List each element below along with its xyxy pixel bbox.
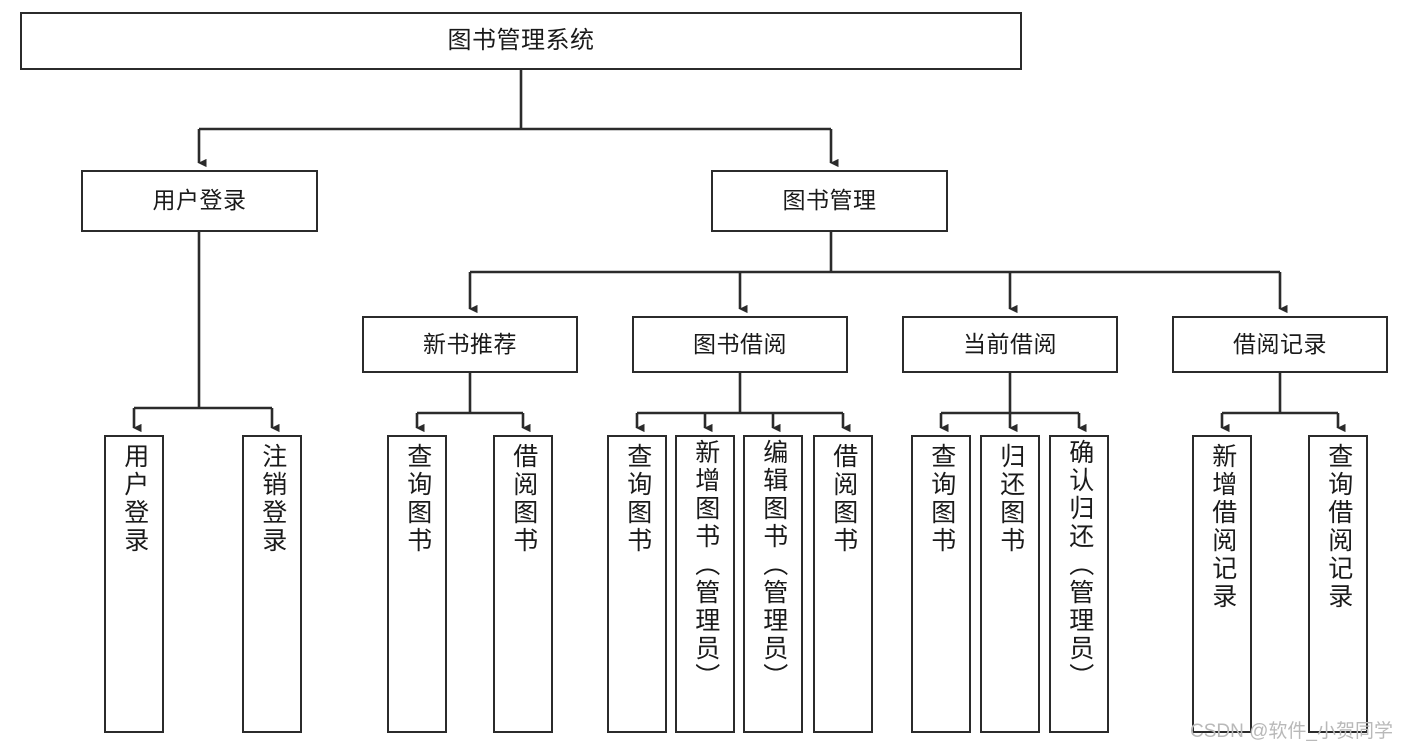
node-label: 借阅图书 (509, 443, 538, 555)
leaf-recommend-query-book[interactable]: 查询图书 (387, 435, 447, 733)
node-label: 当前借阅 (963, 330, 1057, 357)
leaf-current-confirm-return-admin[interactable]: 确认归还（管理员） (1049, 435, 1109, 733)
leaf-current-return-book[interactable]: 归还图书 (980, 435, 1040, 733)
node-label: 查询图书 (927, 443, 956, 555)
node-label: 用户登录 (120, 443, 149, 555)
node-book-borrow[interactable]: 图书借阅 (632, 316, 848, 373)
leaf-borrow-borrow-book[interactable]: 借阅图书 (813, 435, 873, 733)
node-label: 新增借阅记录 (1208, 443, 1237, 611)
node-label: 查询图书 (623, 443, 652, 555)
leaf-borrow-query-book[interactable]: 查询图书 (607, 435, 667, 733)
leaf-borrow-edit-book-admin[interactable]: 编辑图书（管理员） (743, 435, 803, 733)
node-label: 编辑图书（管理员） (759, 439, 788, 691)
node-label: 查询图书 (403, 443, 432, 555)
watermark: CSDN @软件_小贺同学 (1190, 721, 1393, 742)
node-label: 确认归还（管理员） (1065, 439, 1094, 691)
leaf-borrow-add-book-admin[interactable]: 新增图书（管理员） (675, 435, 735, 733)
node-label: 查询借阅记录 (1324, 443, 1353, 611)
node-label: 新书推荐 (423, 330, 517, 357)
node-book-management[interactable]: 图书管理 (711, 170, 948, 232)
leaf-current-query-book[interactable]: 查询图书 (911, 435, 971, 733)
node-label: 借阅记录 (1233, 330, 1327, 357)
node-borrow-record[interactable]: 借阅记录 (1172, 316, 1388, 373)
leaf-record-add-record[interactable]: 新增借阅记录 (1192, 435, 1252, 733)
leaf-user-login-logout[interactable]: 注销登录 (242, 435, 302, 733)
node-new-book-recommend[interactable]: 新书推荐 (362, 316, 578, 373)
node-label: 图书管理系统 (447, 26, 595, 54)
node-label: 用户登录 (152, 187, 247, 214)
node-label: 新增图书（管理员） (691, 439, 720, 691)
leaf-user-login-login[interactable]: 用户登录 (104, 435, 164, 733)
node-user-login[interactable]: 用户登录 (81, 170, 318, 232)
node-label: 借阅图书 (829, 443, 858, 555)
node-root-system[interactable]: 图书管理系统 (20, 12, 1022, 70)
node-label: 图书借阅 (693, 330, 787, 357)
node-label: 归还图书 (996, 443, 1025, 555)
leaf-record-query-record[interactable]: 查询借阅记录 (1308, 435, 1368, 733)
leaf-recommend-borrow-book[interactable]: 借阅图书 (493, 435, 553, 733)
node-label: 图书管理 (782, 187, 877, 214)
node-label: 注销登录 (258, 443, 287, 555)
node-current-borrow[interactable]: 当前借阅 (902, 316, 1118, 373)
